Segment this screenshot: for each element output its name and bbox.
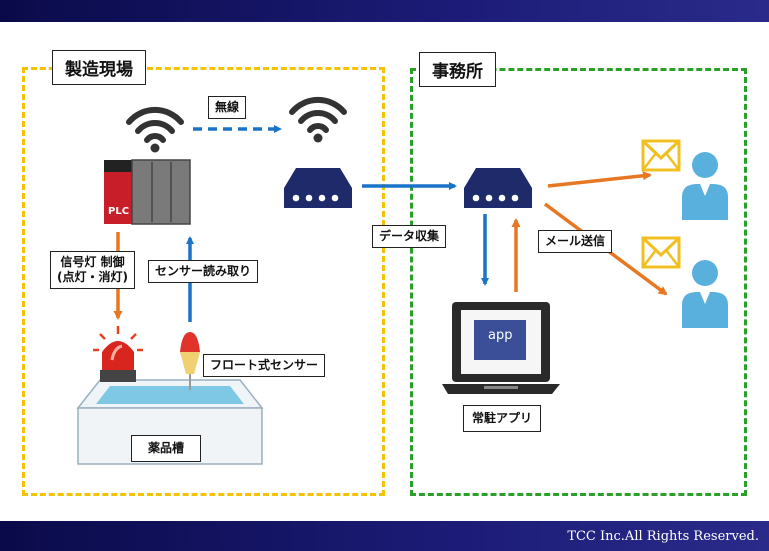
header-bar	[0, 0, 769, 22]
mail-send-label: メール送信	[538, 230, 613, 253]
factory-zone	[22, 67, 385, 496]
sensor-read-label: センサー読み取り	[148, 260, 259, 283]
app-label: app	[488, 328, 513, 343]
wifi-icon	[126, 106, 184, 153]
signal-light-icon	[93, 326, 143, 382]
wifi-icon	[289, 96, 347, 143]
signal-control-line2: (点灯・消灯)	[57, 270, 128, 284]
mail-icon	[641, 236, 681, 269]
router-icon	[284, 168, 352, 208]
float-sensor-icon	[180, 332, 200, 390]
signal-control-line1: 信号灯 制御	[60, 255, 125, 269]
float-sensor-label: フロート式センサー	[203, 354, 326, 377]
signal-control-label: 信号灯 制御 (点灯・消灯)	[50, 251, 135, 289]
wireless-label: 無線	[208, 96, 247, 119]
mail-arrow-1	[547, 171, 652, 188]
data-collect-label: データ収集	[372, 225, 447, 248]
laptop-icon	[442, 302, 560, 394]
person-icon	[682, 152, 728, 220]
chemical-tank-label: 薬品槽	[131, 435, 202, 462]
footer-bar: TCC Inc.All Rights Reserved.	[0, 521, 769, 551]
person-icon	[682, 260, 728, 328]
resident-app-label: 常駐アプリ	[463, 405, 542, 432]
office-title: 事務所	[419, 52, 496, 87]
plc-icon	[104, 159, 191, 225]
copyright-text: TCC Inc.All Rights Reserved.	[567, 529, 759, 544]
factory-title: 製造現場	[52, 50, 146, 85]
mail-icon	[641, 139, 681, 172]
plc-label: PLC	[108, 206, 130, 217]
office-zone	[410, 68, 747, 496]
router-icon	[464, 168, 532, 208]
